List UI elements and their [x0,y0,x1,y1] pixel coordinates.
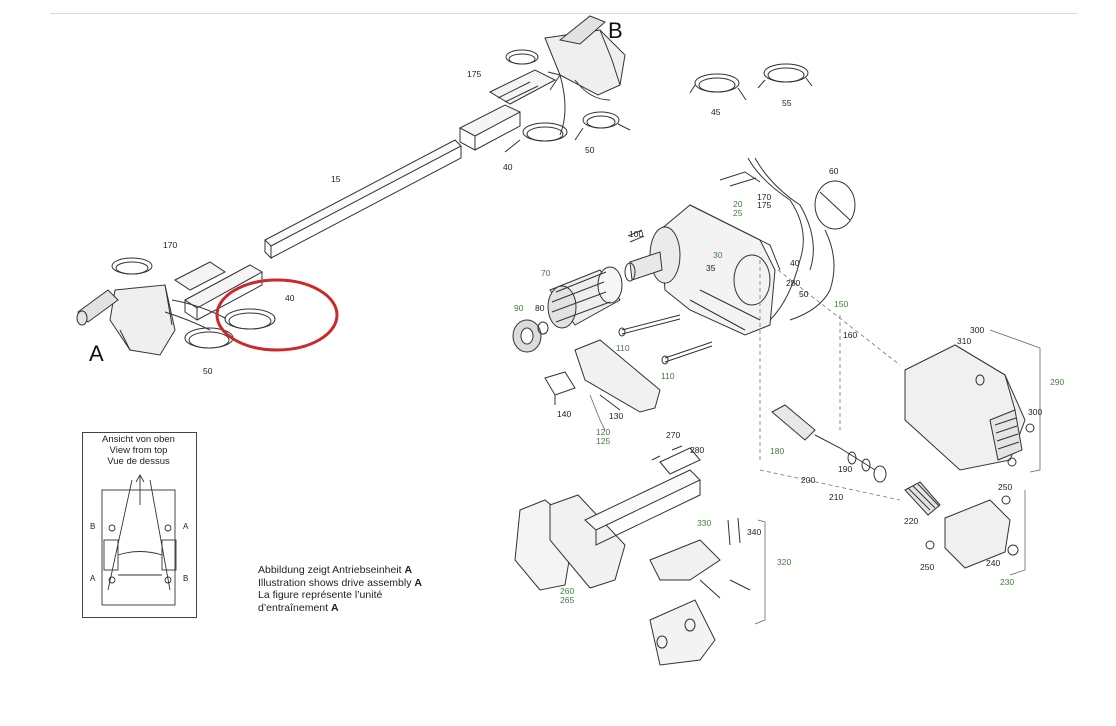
part-label: 290 [1050,377,1065,387]
part-label: 260 [560,586,575,596]
part-label: 280 [786,278,801,288]
part-label: 110 [661,371,675,381]
part-label: 210 [829,492,844,502]
top-view-side-label: B [183,574,189,583]
mounting-plate [544,339,661,413]
part-label: 100 [629,229,644,239]
motor-housing [624,204,781,336]
part-label: 190 [838,464,853,474]
part-label: 230 [1000,577,1015,587]
part-label: 270 [666,430,681,440]
caption-line: La figure représente l’unité [258,589,422,602]
part-label: 265 [560,595,575,605]
part-label: 40 [503,162,513,172]
part-label: 50 [203,366,213,376]
top-view-title: Ansicht von oben View from top Vue de de… [86,434,191,467]
assembly-label-b: B [608,18,623,43]
caption-line: Illustration shows drive assembly A [258,577,422,590]
part-label: 25 [733,208,743,218]
top-view-side-label: A [183,522,189,531]
part-label: 50 [585,145,595,155]
wire-bundle [719,157,856,321]
top-view-title-line: Ansicht von oben [102,434,175,445]
caption-note: Abbildung zeigt Antriebseinheit A Illust… [258,564,422,614]
caption-text: Illustration shows drive assembly [258,576,415,589]
top-view-drawing [101,474,177,606]
part-label: 50 [799,289,809,299]
highlight-circle [215,278,339,352]
caption-text: Abbildung zeigt Antriebseinheit [258,564,405,576]
caption-bold: A [330,601,339,614]
part-label: 180 [770,446,785,456]
part-label: 40 [285,293,295,303]
bolts [618,229,713,365]
part-label: 110 [616,343,630,353]
part-label: 60 [829,166,839,176]
cover-hood [904,344,1035,471]
part-label: 310 [957,336,972,346]
part-label: 45 [711,107,721,117]
top-view-side-label: B [90,522,96,531]
top-view-box [82,432,197,618]
part-label: 300 [970,325,985,335]
part-label: 175 [467,69,482,79]
mounting-frame [514,445,701,591]
part-label: 250 [998,482,1013,492]
part-label: 40 [790,258,800,268]
part-label: 240 [986,558,1001,568]
part-label: 30 [713,250,723,260]
cable-coils-45-55 [689,63,813,101]
top-view-title-line: Vue de dessus [107,456,170,467]
part-label: 170 [163,240,178,250]
drive-unit-b [458,15,631,153]
spindle-assembly [771,404,1019,569]
part-label: 120 [596,427,611,437]
part-label: 175 [757,200,772,210]
caption-bold: A [414,576,422,589]
part-label: 55 [782,98,792,108]
part-label: 160 [843,330,858,340]
caption-text: La figure représente l’unité [258,589,383,601]
part-label: 200 [801,475,816,485]
part-label: 340 [747,527,762,537]
top-view-title-line: View from top [109,445,168,456]
assembly-leaders [759,260,901,501]
assembly-label-a: A [89,341,104,366]
part-label: 300 [1028,407,1043,417]
part-label: 150 [834,299,849,309]
friction-roller [512,266,623,353]
part-label: 20 [733,199,743,209]
clamp-assembly [649,517,751,666]
part-label: 35 [706,263,716,273]
grouping-brackets [589,329,1041,625]
part-label: 220 [904,516,919,526]
caption-line: d’entraînement A [258,602,422,615]
part-label: 90 [514,303,524,313]
top-divider [50,13,1077,14]
part-label: 15 [331,174,341,184]
square-tube [264,139,462,260]
part-label: 130 [609,411,624,421]
part-label: 250 [920,562,935,572]
drive-unit-a [76,257,276,356]
part-label: 170 [757,192,772,202]
top-view-side-label: A [90,574,96,583]
part-label: 80 [535,303,545,313]
part-label: 280 [690,445,705,455]
part-label: 70 [541,268,551,278]
part-label: 140 [557,409,572,419]
part-label: 125 [596,436,611,446]
caption-line: Abbildung zeigt Antriebseinheit A [258,564,422,577]
caption-text: d’entraînement [258,601,331,614]
caption-bold: A [404,564,413,576]
part-label: 330 [697,518,712,528]
part-label: 320 [777,557,792,567]
